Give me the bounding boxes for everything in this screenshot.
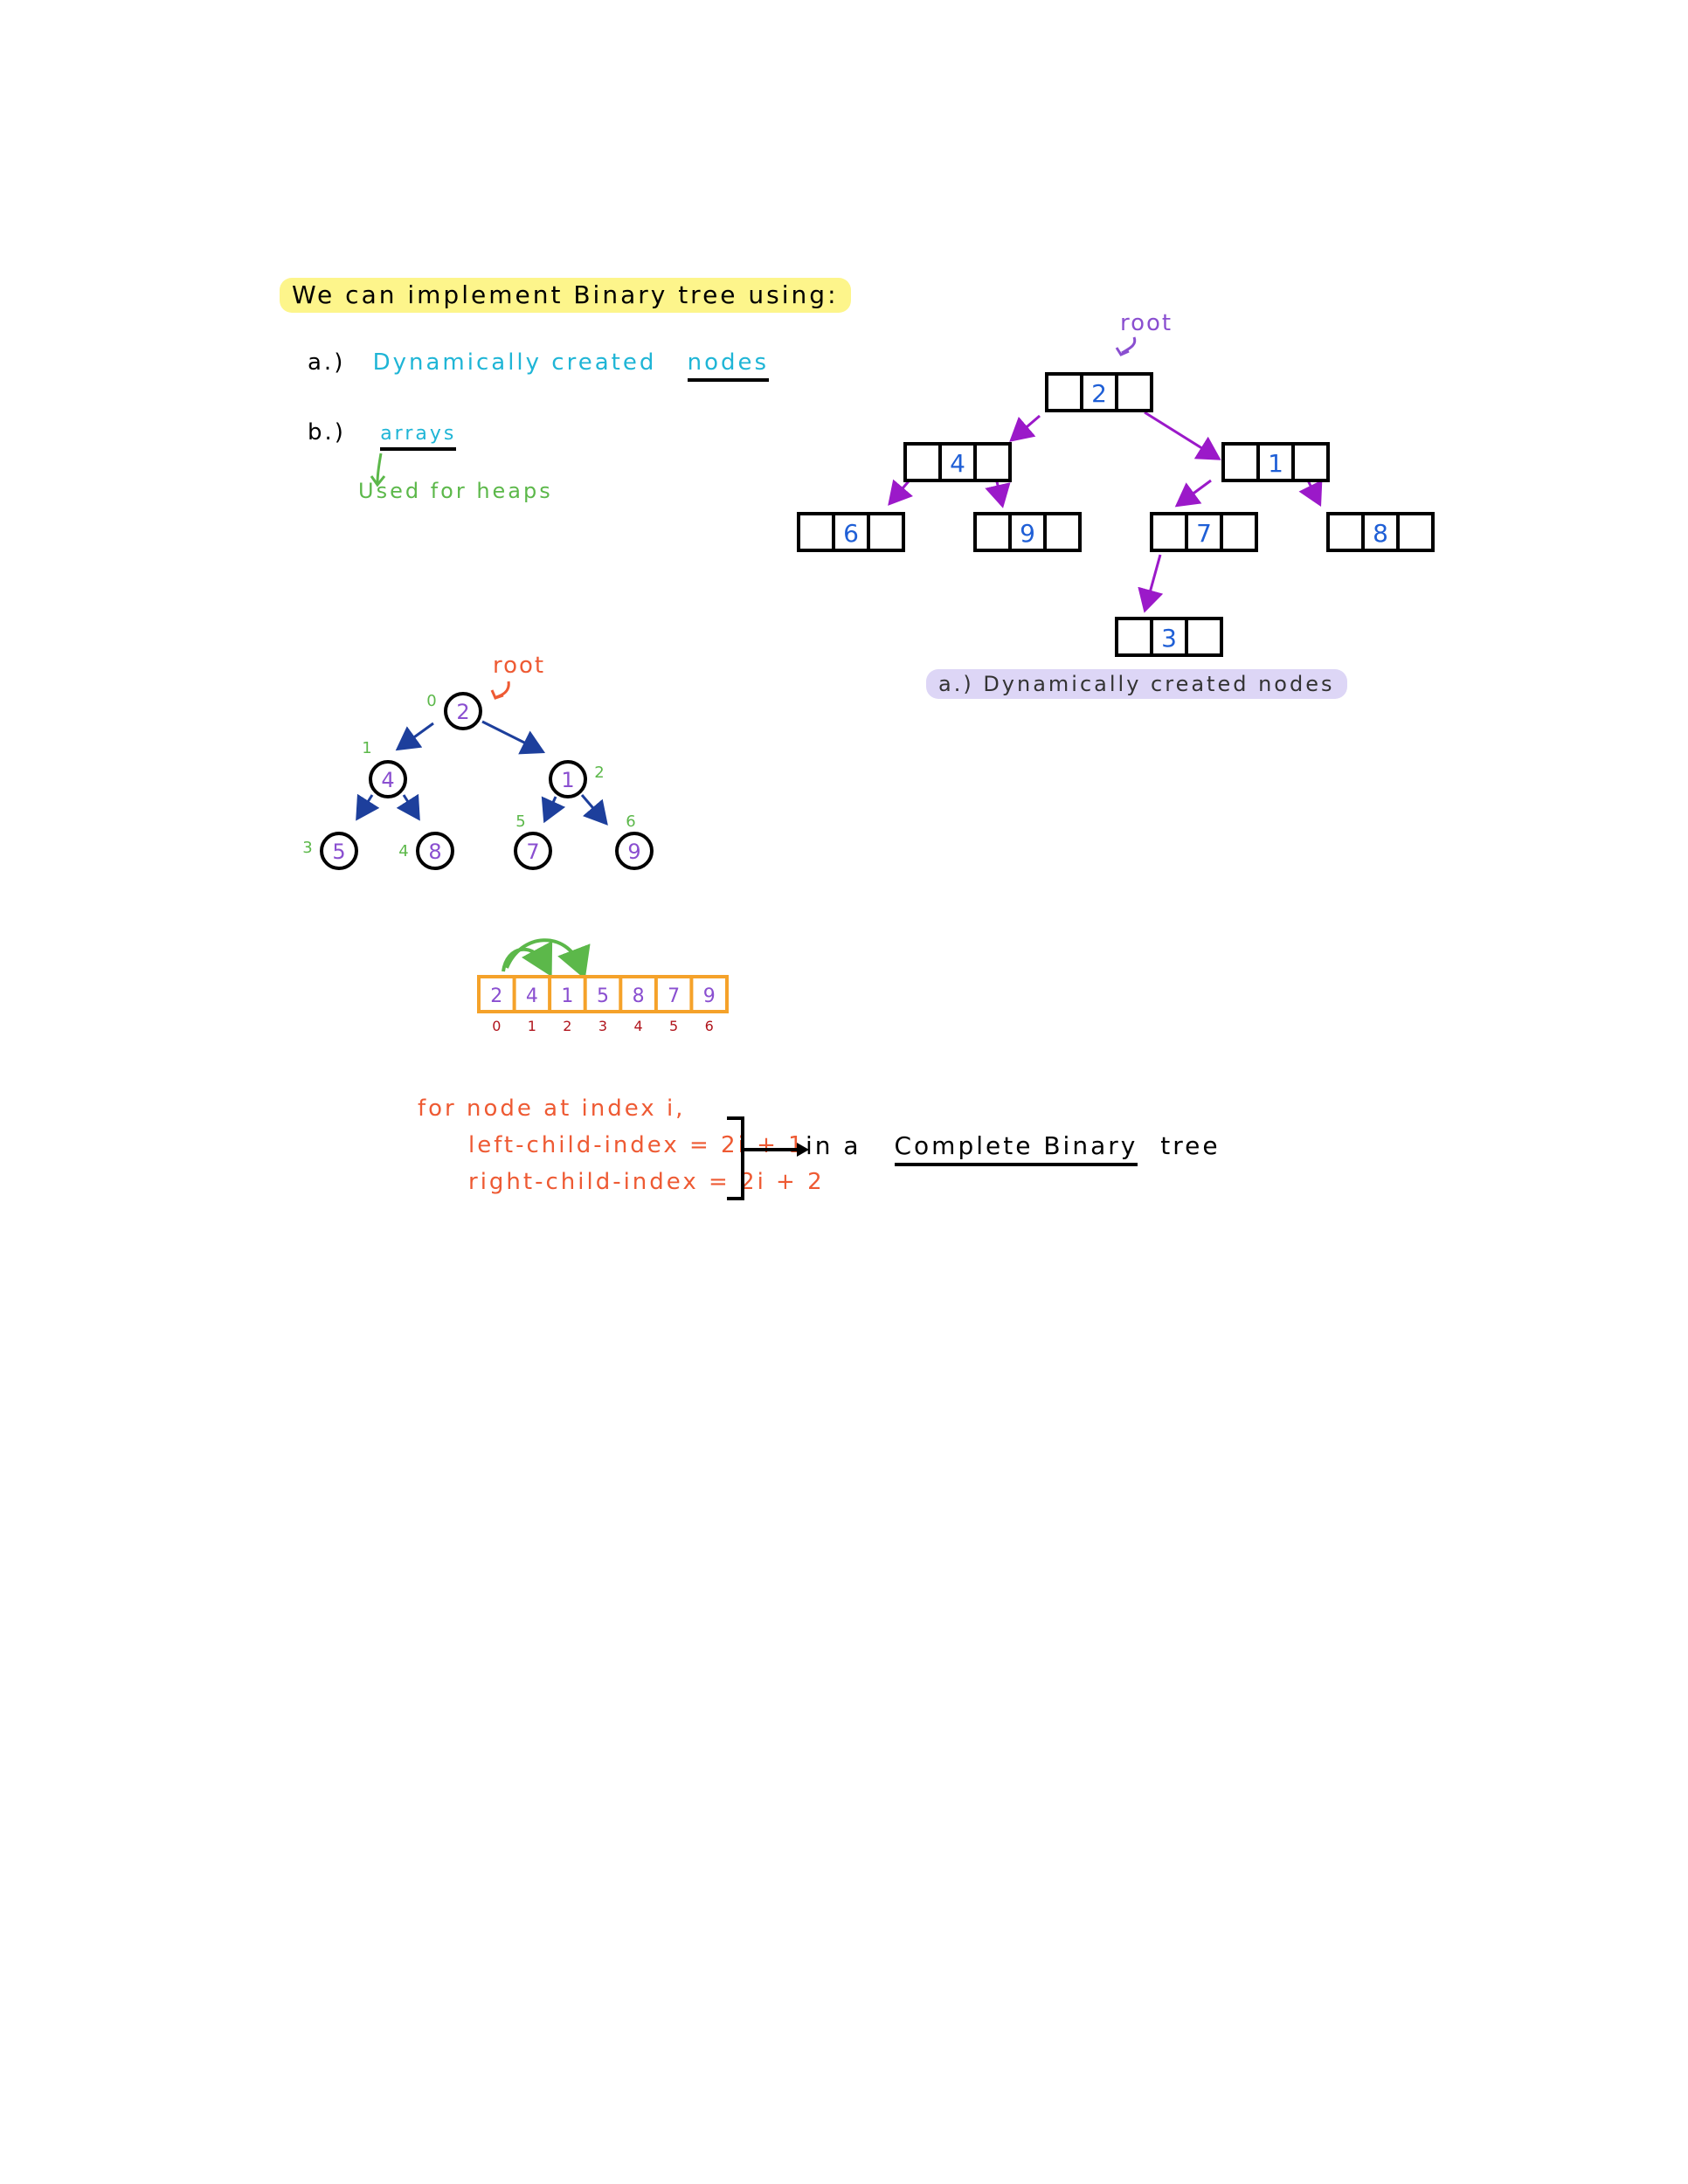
array-cell-value: 8 [633,985,645,1007]
item-b-text: arrays [380,423,457,451]
edge-2-1 [1144,411,1221,460]
linked-node-value: 9 [1020,519,1035,548]
item-b-note: Used for heaps [358,479,553,503]
circle-node: 7 5 [514,812,552,870]
circle-tree: root 2 0 4 1 1 2 5 3 8 4 7 5 9 6 [302,653,654,870]
circle-node: 1 2 [549,760,605,798]
array-cell-value: 5 [597,985,609,1007]
array-cell-value: 7 [668,985,680,1007]
edge-7-3 [1138,554,1164,613]
array-cell-value: 9 [703,985,716,1007]
edge-c2-c5 [541,796,566,824]
array-cell-value: 4 [526,985,538,1007]
array-index: 6 [705,1018,714,1034]
linked-tree-caption: a.) Dynamically created nodes [926,669,1347,699]
formula-line3: right-child-index = 2i + 2 [468,1169,825,1195]
linked-node: 1 [1221,442,1330,482]
linked-node: 2 [1045,372,1153,412]
array-index: 3 [598,1018,607,1034]
linked-root-arrow [1121,336,1137,355]
circle-node-index: 6 [626,812,635,831]
array-cell-value: 2 [490,985,502,1007]
linked-node: 8 [1326,512,1435,552]
circle-node: 5 3 [302,832,358,870]
circle-node-index: 5 [515,812,525,831]
item-a-text: Dynamically created [372,349,657,376]
edge-1-7 [1174,479,1212,508]
item-a-prefix: a.) [308,349,346,376]
circle-node-index: 3 [302,839,312,857]
array-index: 1 [528,1018,536,1034]
array-index: 4 [634,1018,643,1034]
edge-c2-c6 [580,794,608,826]
linked-node: 9 [973,512,1082,552]
array-cell-value: 1 [561,985,573,1007]
circle-node-value: 2 [456,700,469,724]
formula-line2: left-child-index = 2i + 1 [468,1132,806,1158]
circle-node-value: 8 [428,840,441,864]
linked-node: 4 [903,442,1012,482]
circle-root-label: root [493,653,545,679]
array-diagram: 2 4 1 5 8 7 9 0 1 2 3 4 5 6 [477,938,729,1034]
conclusion: in a Complete Binary tree [806,1131,1221,1166]
green-down-arrow [370,453,386,487]
bracket [727,1116,744,1200]
circle-node-value: 5 [332,840,345,864]
array-indices: 0 1 2 3 4 5 6 [492,1018,714,1034]
bracket-arrow [727,1116,809,1200]
array-index: 0 [492,1018,501,1034]
circle-node-index: 4 [398,842,408,860]
edge-c1-c4 [396,793,420,821]
child-arrow-right [505,938,591,979]
circle-node: 9 6 [615,812,654,870]
circle-node-value: 7 [526,840,539,864]
linked-node: 6 [797,512,905,552]
linked-node: 3 [1115,617,1223,657]
circle-node: 8 4 [398,832,454,870]
heading: We can implement Binary tree using: [280,278,851,313]
linked-tree: root 2 4 1 6 9 7 [797,310,1435,657]
linked-node-value: 2 [1091,379,1107,408]
item-a-underlined: nodes [687,349,770,382]
edge-c0-c1 [395,722,434,751]
linked-node-value: 8 [1373,519,1388,548]
circle-node: 4 1 [362,739,407,798]
circle-node-value: 1 [561,768,574,792]
edge-2-4 [1009,414,1041,442]
edge-c1-c3 [356,793,380,821]
linked-node-value: 7 [1196,519,1212,548]
array-index: 2 [563,1018,571,1034]
array-cells: 2 4 1 5 8 7 9 [477,975,729,1013]
item-b: b.) arrays [308,419,457,451]
circle-node-index: 2 [594,764,604,782]
linked-root-label: root [1120,310,1173,336]
linked-node-value: 4 [950,449,965,478]
circle-node-value: 4 [381,768,394,792]
circle-node-value: 9 [627,840,640,864]
linked-node-value: 3 [1161,624,1177,653]
item-a: a.) Dynamically created nodes [308,349,770,382]
conclusion-prefix: in a [806,1131,861,1160]
linked-node-value: 1 [1268,449,1283,478]
conclusion-suffix: tree [1160,1131,1221,1160]
circle-node-index: 0 [426,692,436,710]
conclusion-underlined: Complete Binary [894,1131,1138,1166]
item-b-prefix: b.) [308,419,346,446]
circle-node: 2 0 [426,692,482,730]
array-index: 5 [669,1018,678,1034]
edge-c0-c2 [481,720,546,755]
formula-line1: for node at index i, [418,1095,686,1122]
circle-node-index: 1 [362,739,371,757]
linked-node: 7 [1150,512,1258,552]
linked-node-value: 6 [843,519,859,548]
